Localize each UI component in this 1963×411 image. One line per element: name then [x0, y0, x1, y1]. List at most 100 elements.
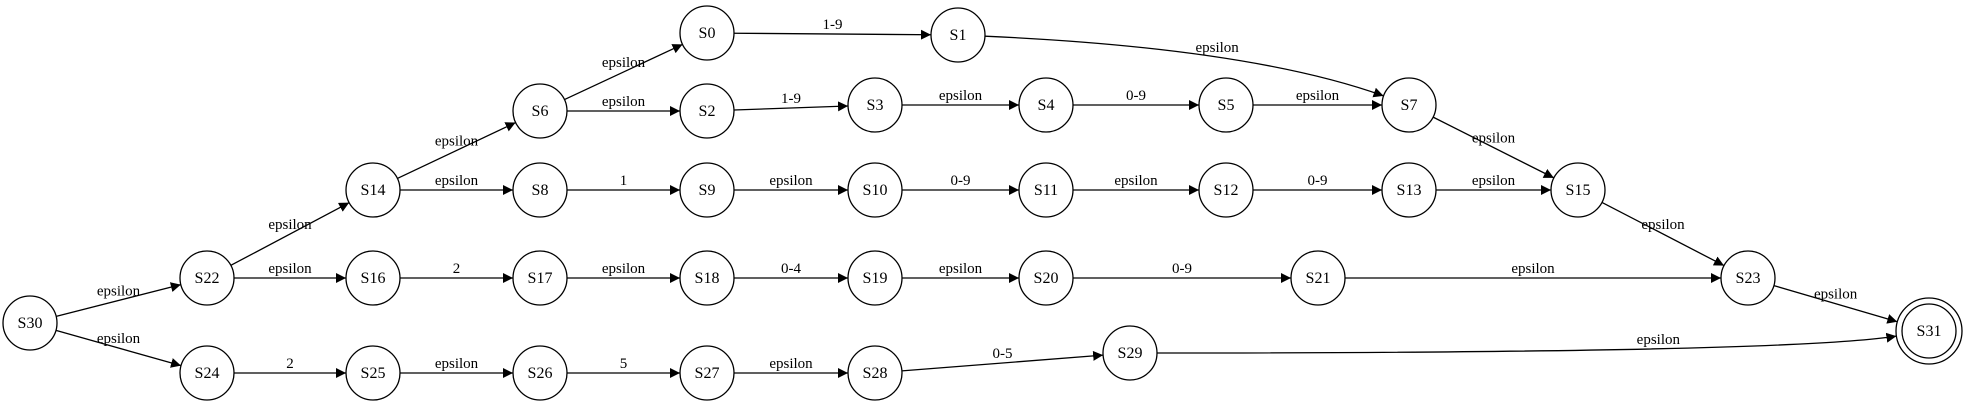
transition-label: epsilon [1296, 88, 1340, 104]
edge-s22-s16: epsilon [234, 261, 346, 283]
transition-label: 0-9 [1172, 261, 1192, 277]
edge-s30-s22: epsilon [56, 282, 181, 317]
state-label: S3 [867, 97, 884, 114]
edge-s4-s5: 0-9 [1073, 88, 1199, 110]
edge-s6-s0: epsilon [564, 43, 683, 101]
transition-label: 1-9 [823, 17, 843, 33]
edge-s1-s7: epsilon [984, 35, 1384, 98]
edge-s15-s23: epsilon [1601, 201, 1725, 267]
state-label: S27 [695, 365, 720, 382]
state-circle [1901, 303, 1957, 359]
edge-s22-s14: epsilon [230, 202, 350, 266]
edge-s8-s9: 1 [567, 173, 680, 195]
transition-label: epsilon [1472, 131, 1516, 147]
transition-label: 1 [620, 173, 628, 189]
edge-s6-s2: epsilon [567, 94, 680, 116]
state-label: S13 [1397, 182, 1422, 199]
transition-arrow [564, 43, 683, 101]
state-circle [679, 345, 735, 401]
edge-s18-s19: 0-4 [734, 261, 848, 283]
state-s29: S29 [1102, 325, 1158, 381]
state-s7: S7 [1381, 77, 1437, 133]
edge-s24-s25: 2 [234, 356, 346, 378]
transition-label: 0-9 [1308, 173, 1328, 189]
state-label: S10 [863, 182, 888, 199]
transition-label: 2 [453, 261, 461, 277]
state-s27: S27 [679, 345, 735, 401]
transition-label: 2 [286, 356, 294, 372]
transition-label: 0-4 [781, 261, 801, 277]
transition-arrow [1156, 332, 1897, 354]
state-s8: S8 [512, 162, 568, 218]
state-label: S31 [1917, 323, 1942, 340]
state-s1: S1 [930, 7, 986, 63]
state-s28: S28 [847, 345, 903, 401]
state-s15: S15 [1550, 162, 1606, 218]
state-s11: S11 [1018, 162, 1074, 218]
state-s4: S4 [1018, 77, 1074, 133]
transition-arrow [733, 101, 849, 112]
transition-label: epsilon [939, 88, 983, 104]
transition-arrow [901, 350, 1104, 372]
state-s6: S6 [512, 83, 568, 139]
transition-label: epsilon [602, 55, 646, 71]
state-label: S1 [950, 27, 967, 44]
state-label: S18 [695, 270, 720, 287]
transition-label: 0-9 [951, 173, 971, 189]
edge-s14-s8: epsilon [400, 173, 513, 195]
edge-s27-s28: epsilon [734, 356, 848, 378]
transition-label: epsilon [939, 261, 983, 277]
transition-arrow [1773, 284, 1898, 324]
state-s18: S18 [679, 250, 735, 306]
edge-s17-s18: epsilon [567, 261, 680, 283]
state-circle [1381, 77, 1437, 133]
edge-s20-s21: 0-9 [1073, 261, 1291, 283]
edge-s10-s11: 0-9 [902, 173, 1019, 195]
transition-label: epsilon [1472, 173, 1516, 189]
transition-arrow [56, 282, 181, 317]
transition-label: epsilon [268, 217, 312, 233]
transition-label: epsilon [1814, 287, 1858, 303]
transition-label: 5 [620, 356, 628, 372]
transition-arrow [984, 35, 1384, 98]
transition-arrow [1601, 201, 1725, 267]
state-label: S25 [361, 365, 386, 382]
state-circle [1290, 250, 1346, 306]
state-label: S20 [1034, 270, 1059, 287]
transition-label: epsilon [1114, 173, 1158, 189]
edge-s16-s17: 2 [400, 261, 513, 283]
state-circle [930, 7, 986, 63]
transition-label: epsilon [602, 94, 646, 110]
edge-s5-s7: epsilon [1253, 88, 1382, 110]
state-s13: S13 [1381, 162, 1437, 218]
state-circle [1018, 77, 1074, 133]
transition-label: epsilon [769, 356, 813, 372]
state-s9: S9 [679, 162, 735, 218]
transition-label: epsilon [602, 261, 646, 277]
transition-arrow [230, 202, 350, 266]
state-s0: S0 [679, 5, 735, 61]
edge-s11-s12: epsilon [1073, 173, 1199, 195]
transition-label: epsilon [268, 261, 312, 277]
state-s25: S25 [345, 345, 401, 401]
edge-s13-s15: epsilon [1436, 173, 1551, 195]
state-circle [847, 345, 903, 401]
state-s17: S17 [512, 250, 568, 306]
transition-label: epsilon [769, 173, 813, 189]
transition-label: epsilon [97, 284, 141, 300]
state-circle [847, 77, 903, 133]
edge-s30-s24: epsilon [55, 329, 182, 368]
transition-label: epsilon [435, 134, 479, 150]
state-circle [345, 162, 401, 218]
state-circle [512, 162, 568, 218]
edge-s28-s29: 0-5 [901, 346, 1104, 372]
state-circle [847, 162, 903, 218]
state-s10: S10 [847, 162, 903, 218]
state-circle [679, 250, 735, 306]
state-circle [1550, 162, 1606, 218]
edge-s0-s1: 1-9 [733, 17, 932, 40]
transition-label: 0-5 [993, 346, 1013, 362]
edge-s7-s15: epsilon [1432, 116, 1555, 179]
transition-arrow [397, 121, 516, 180]
